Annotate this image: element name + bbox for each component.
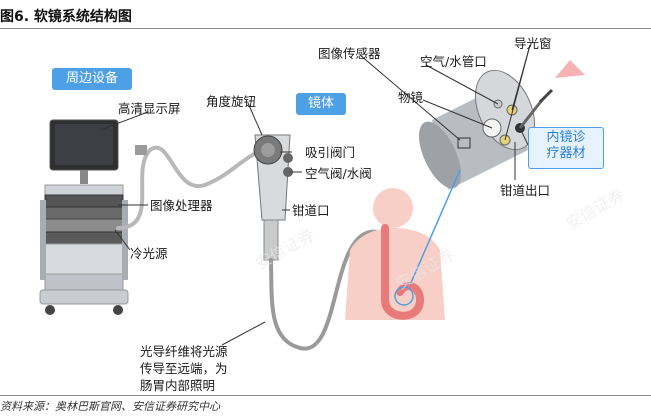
forceps-wire [518,99,544,129]
fiber-note-line-3: 肠胃内部照明 [140,378,216,393]
cold-light-source-label: 冷光源 [130,246,168,261]
light-guide-cable [116,145,264,230]
inner-instrument-badge: 内镜诊 疗器材 [528,127,604,169]
cold-light-source-unit [44,218,124,233]
inner-instrument-line-2: 疗器材 [546,146,586,162]
image-sensor-label: 图像传感器 [318,46,381,61]
distal-tip-detail [418,60,585,190]
zoom-circle [394,286,414,306]
human-torso [345,188,445,320]
bottom-rule [0,395,651,396]
connector [135,145,147,155]
scope-control-body [253,134,293,261]
forceps-outlet-label: 钳道出口 [500,183,551,198]
leader-lines [99,44,531,346]
air-water-nozzle-label: 空气/水管口 [420,54,487,69]
objective-lens-label: 物镜 [398,90,424,105]
image-processor-unit [44,194,124,208]
svg-text:安信证券: 安信证券 [563,185,628,233]
peripheral-badge: 周边设备 [52,68,132,90]
fiber-note-line-2: 传导至远端，为 [140,361,228,376]
fiber-note: 光导纤维将光源 传导至远端，为 肠胃内部照明 [140,343,228,394]
light-guide-window-label: 导光窗 [514,36,552,51]
hd-monitor-label: 高清显示屏 [118,101,181,116]
air-water-valve-label: 空气阀/水阀 [305,166,372,181]
image-processor-label: 图像处理器 [150,198,213,213]
suction-valve-label: 吸引阀门 [305,145,356,160]
source-note: 资料来源：奥林巴斯官网、安信证券研究中心 [0,400,220,413]
fiber-note-line-1: 光导纤维将光源 [140,344,228,359]
figure-title: 图6. 软镜系统结构图 [0,9,132,25]
zoom-line [409,169,461,286]
angle-knob-label: 角度旋钮 [206,94,257,109]
scope-badge: 镜体 [296,93,346,115]
equipment-cart [39,119,129,315]
top-rule [0,28,651,29]
svg-text:安信证券: 安信证券 [253,225,318,273]
inner-instrument-line-1: 内镜诊 [546,130,586,145]
light-cone [555,60,585,78]
forceps-port-label: 钳道口 [292,203,330,218]
stomach [381,224,425,320]
